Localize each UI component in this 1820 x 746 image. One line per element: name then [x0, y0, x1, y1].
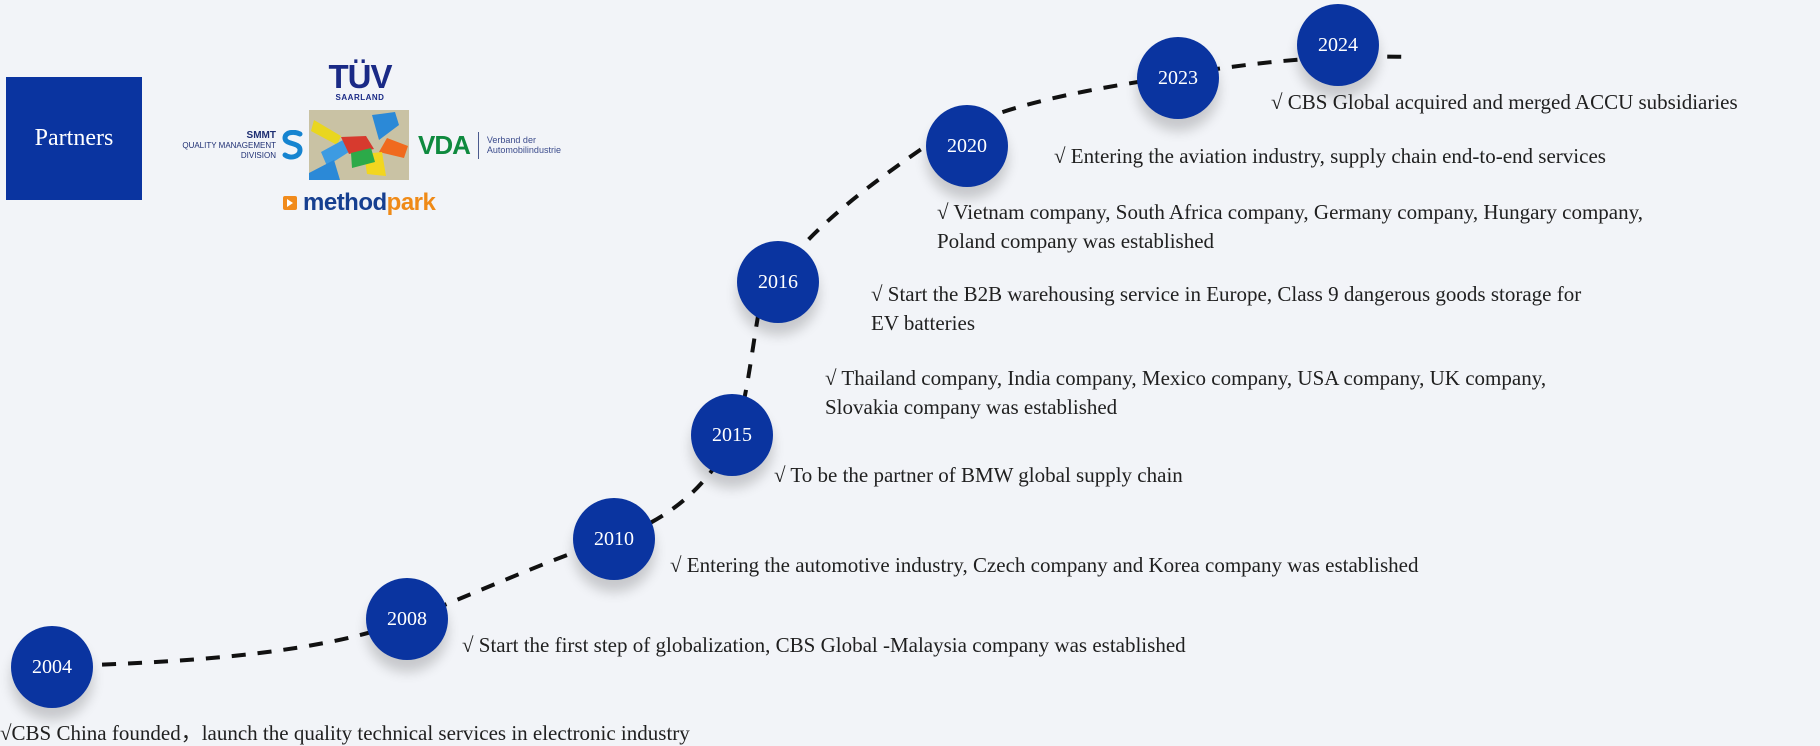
year-2020-label: 2020 [947, 134, 987, 157]
year-2024-circle: 2024 [1297, 4, 1379, 86]
year-2015-label: 2015 [712, 423, 752, 446]
milestone-2016-text: √ Start the B2B warehousing service in E… [871, 282, 1582, 335]
smmt-top-text: SMMT [246, 130, 276, 141]
tuv-logo-icon: TÜV SAARLAND [327, 60, 393, 102]
vda-main-text: VDA [418, 129, 471, 160]
method-park-logo-icon: methodpark [283, 190, 438, 216]
milestone-2024-text: √ CBS Global acquired and merged ACCU su… [1271, 90, 1738, 114]
vda-divider [477, 131, 479, 159]
milestone-2015-2016-text: √ Thailand company, India company, Mexic… [825, 366, 1547, 419]
smmt-text: SMMT QUALITY MANAGEMENT DIVISION [182, 131, 276, 161]
year-2010-circle: 2010 [573, 498, 655, 580]
vda-sub-text: Verband der Automobilindustrie [486, 135, 561, 155]
milestone-2008-text: √ Start the first step of globalization,… [462, 633, 1186, 657]
year-2008-circle: 2008 [366, 578, 448, 660]
milestone-2023-text: √ Entering the aviation industry, supply… [1054, 144, 1606, 168]
method-park-text: methodpark [303, 189, 436, 216]
smmt-mark-icon [282, 130, 303, 160]
year-2023-label: 2023 [1158, 66, 1198, 89]
milestone-2020-text: √ Vietnam company, South Africa company,… [937, 200, 1643, 253]
vda-logo-icon: VDA Verband der Automobilindustrie [418, 128, 586, 162]
year-2004-circle: 2004 [11, 626, 93, 708]
year-2016-circle: 2016 [737, 241, 819, 323]
year-2008-label: 2008 [387, 607, 427, 630]
partners-label: Partners [34, 125, 114, 151]
method-park-part2: park [386, 189, 436, 216]
method-park-part1: method [303, 189, 387, 216]
tuv-sub-text: SAARLAND [335, 92, 385, 102]
milestone-2015-text: √ To be the partner of BMW global supply… [774, 463, 1183, 487]
year-2023-circle: 2023 [1137, 37, 1219, 119]
year-2004-label: 2004 [32, 655, 72, 678]
smmt-bottom-text: DIVISION [240, 151, 276, 160]
hands-photo-icon [309, 110, 409, 180]
year-2024-label: 2024 [1318, 33, 1358, 56]
smmt-logo-icon: SMMT QUALITY MANAGEMENT DIVISION [150, 130, 306, 162]
year-2015-circle: 2015 [691, 394, 773, 476]
tuv-main-text: TÜV [328, 57, 393, 95]
year-2020-circle: 2020 [926, 105, 1008, 187]
partners-box: Partners [6, 77, 142, 200]
smmt-middle-text: QUALITY MANAGEMENT [182, 141, 276, 150]
milestone-2004-text: √CBS China founded，launch the quality te… [0, 721, 690, 745]
hands-photo-drawing [309, 110, 409, 180]
method-park-mark-icon [283, 196, 297, 210]
milestone-2010-text: √ Entering the automotive industry, Czec… [670, 553, 1419, 577]
year-2010-label: 2010 [594, 527, 634, 550]
year-2016-label: 2016 [758, 270, 798, 293]
